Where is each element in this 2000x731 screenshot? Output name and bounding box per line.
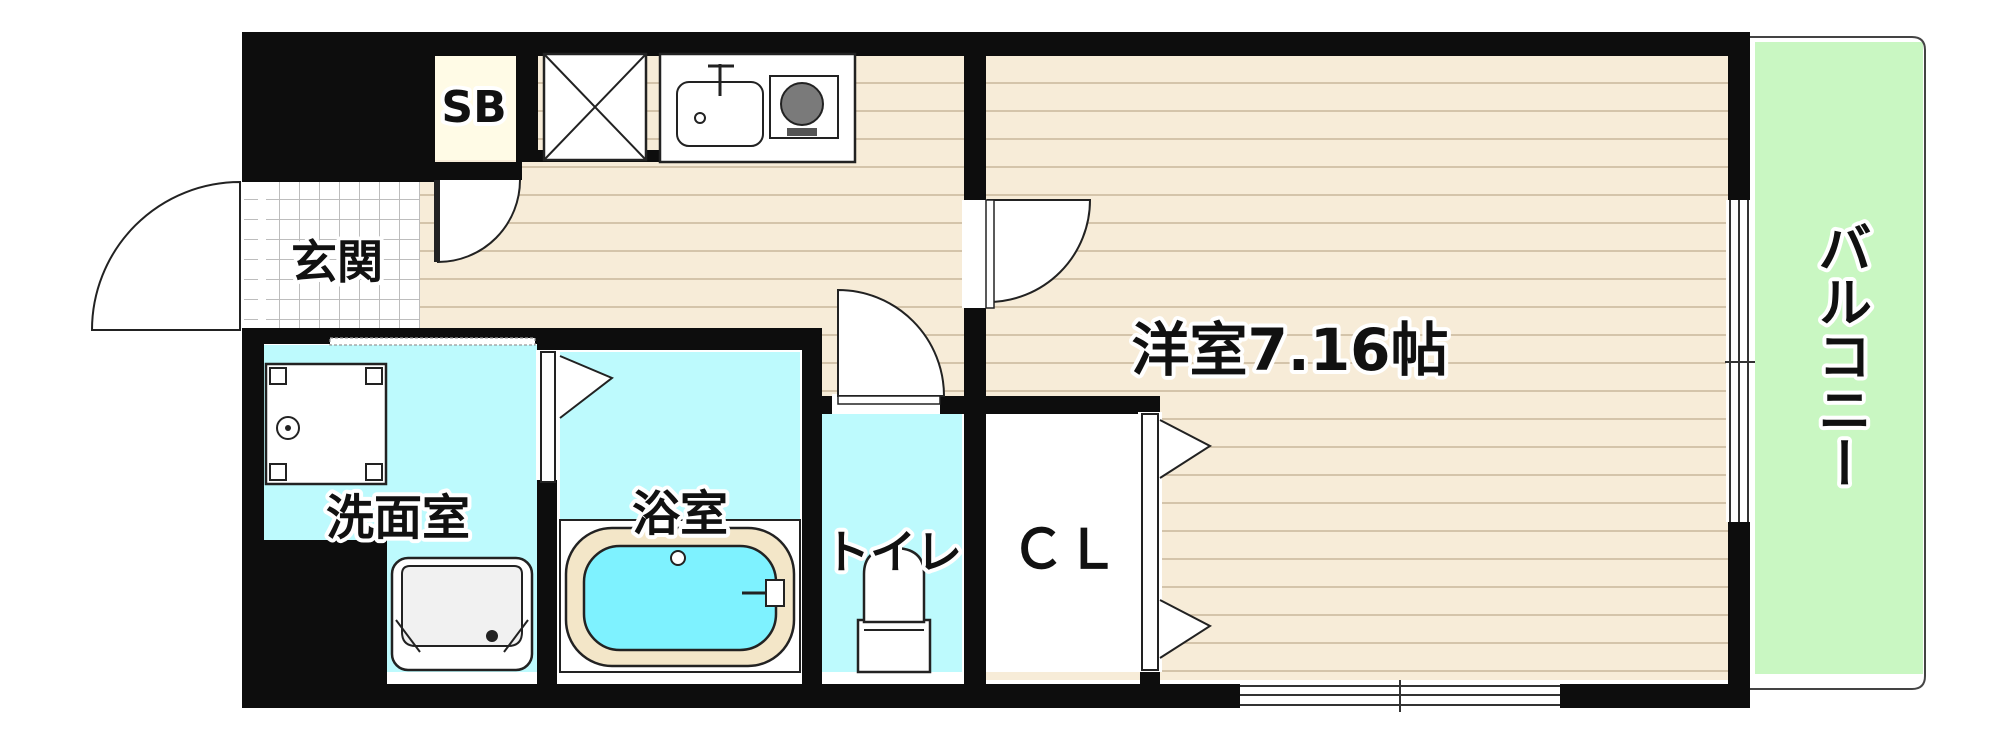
entrance-label: 玄関 (291, 235, 383, 289)
entrance-floor (255, 180, 420, 328)
toilet-door (837, 288, 946, 405)
closet-label: ＣＬ (1011, 518, 1119, 581)
washroom-window (329, 337, 536, 346)
toilet-fixture (856, 546, 932, 674)
hall-door (434, 179, 521, 264)
closet-floor (985, 412, 1140, 672)
shoe-box-floor (434, 55, 516, 160)
balcony-outline (1745, 36, 1926, 690)
room-door (985, 199, 1092, 309)
washing-machine-pan (264, 362, 388, 486)
shoe-box-label: SB (441, 82, 506, 133)
western-room-label: 洋室7.16帖 (1131, 316, 1448, 384)
washroom-label: 洗面室 (326, 490, 470, 546)
bath-door (540, 351, 614, 483)
fridge-space (542, 52, 648, 162)
balcony-label: バルコニー (1809, 220, 1872, 490)
balcony-window (1725, 200, 1755, 522)
kitchen-counter (658, 52, 857, 164)
room-door-opening (962, 200, 988, 308)
front-door-swing (90, 180, 241, 331)
toilet-label: トイレ (824, 525, 962, 579)
closet-doors (1141, 413, 1212, 671)
bathroom-label: 浴室 (632, 486, 728, 542)
bathtub (559, 519, 801, 673)
entrance-tile-strip (244, 182, 258, 328)
south-window (1240, 680, 1560, 712)
balcony-floor (1755, 42, 1923, 674)
wash-basin (390, 556, 534, 672)
